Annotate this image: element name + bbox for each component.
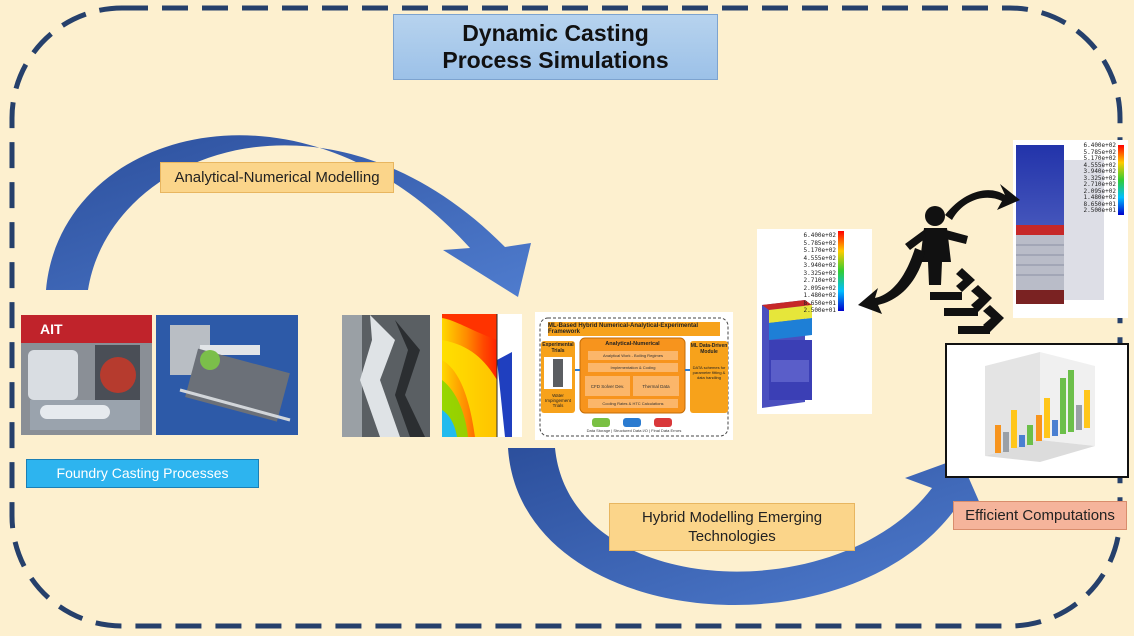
legend-value: 3.940e+02 bbox=[1083, 168, 1116, 175]
framework-title: ML-Based Hybrid Numerical-Analytical-Exp… bbox=[548, 323, 699, 335]
framework-box-3a: CFD Solver Dev. bbox=[590, 383, 625, 389]
foundry-render-machine bbox=[156, 315, 298, 435]
legend-value: 3.325e+02 bbox=[1083, 174, 1116, 182]
right-sim-legend: 6.400e+02 5.785e+02 5.170e+02 4.555e+02 … bbox=[1066, 142, 1116, 215]
person-icon bbox=[905, 206, 968, 285]
framework-box-3b: Thermal Data bbox=[642, 383, 670, 389]
framework-left-sub: Water Impingement Trials bbox=[544, 393, 571, 408]
framework-box-2: Implementation & Coding bbox=[610, 365, 656, 370]
legend-value: 2.710e+02 bbox=[803, 277, 836, 284]
hybrid-label-line-1: Hybrid Modelling Emerging bbox=[641, 509, 823, 526]
legend-value: 8.650e+01 bbox=[803, 299, 836, 307]
arrow-to-right-sim bbox=[945, 184, 1020, 220]
legend-value: 6.400e+02 bbox=[803, 232, 836, 239]
legend-value: 3.325e+02 bbox=[803, 269, 836, 277]
cfd-contour-image bbox=[442, 314, 522, 437]
legend-value: 2.500e+01 bbox=[803, 307, 836, 314]
title-line-2: Process Simulations bbox=[442, 47, 669, 73]
legend-value: 2.710e+02 bbox=[1083, 181, 1116, 188]
water-impingement-photo bbox=[342, 315, 430, 437]
legend-value: 4.555e+02 bbox=[803, 254, 836, 262]
diagram-title: Dynamic Casting Process Simulations bbox=[393, 14, 718, 80]
legend-value: 8.650e+01 bbox=[1083, 200, 1116, 208]
chevron-arrows-icon bbox=[930, 268, 1004, 334]
title-line-1: Dynamic Casting bbox=[462, 20, 649, 46]
legend-value: 2.500e+01 bbox=[1083, 207, 1116, 214]
framework-right-title: ML Data-Driven Module bbox=[690, 343, 728, 355]
simulation-block-left bbox=[757, 229, 872, 414]
legend-value: 5.170e+02 bbox=[803, 247, 836, 254]
framework-box-1: Analytical Work - Boiling Regimes bbox=[603, 353, 663, 358]
foundry-photo-machine: AIT bbox=[21, 315, 152, 435]
framework-center-title: Analytical-Numerical bbox=[605, 341, 660, 347]
legend-value: 6.400e+02 bbox=[1083, 142, 1116, 149]
framework-left-title: Experimental Trials bbox=[542, 342, 574, 354]
analytical-numerical-label: Analytical-Numerical Modelling bbox=[160, 162, 394, 193]
legend-value: 5.785e+02 bbox=[803, 239, 836, 247]
left-sim-legend: 6.400e+02 5.785e+02 5.170e+02 4.555e+02 … bbox=[788, 232, 836, 315]
hybrid-modelling-label: Hybrid Modelling Emerging Technologies bbox=[609, 503, 855, 551]
legend-value: 4.555e+02 bbox=[1083, 161, 1116, 169]
framework-right-sub: DATA schemes for parameter fitting & dat… bbox=[692, 365, 726, 380]
svg-text:AIT: AIT bbox=[40, 321, 63, 337]
top-curved-arrow bbox=[46, 135, 531, 297]
foundry-casting-label: Foundry Casting Processes bbox=[26, 459, 259, 488]
legend-value: 1.480e+02 bbox=[803, 292, 836, 299]
legend-value: 1.480e+02 bbox=[1083, 194, 1116, 201]
efficient-computations-label: Efficient Computations bbox=[953, 501, 1127, 530]
legend-value: 2.095e+02 bbox=[803, 284, 836, 292]
legend-value: 2.095e+02 bbox=[1083, 187, 1116, 195]
bottom-curved-arrow bbox=[508, 448, 985, 605]
legend-value: 5.170e+02 bbox=[1083, 155, 1116, 162]
hybrid-label-line-2: Technologies bbox=[688, 528, 776, 545]
framework-diagram bbox=[535, 312, 733, 440]
framework-box-4: Cooling Rates & HTC Calculations bbox=[602, 401, 664, 406]
legend-value: 3.940e+02 bbox=[803, 262, 836, 269]
simulation-block-right bbox=[1013, 140, 1128, 318]
arrow-to-left-sim bbox=[858, 248, 925, 314]
legend-value: 5.785e+02 bbox=[1083, 148, 1116, 156]
efficiency-chart-image bbox=[945, 343, 1129, 478]
framework-footer: Data Storage | Structured Data I/O | Fin… bbox=[586, 428, 682, 433]
